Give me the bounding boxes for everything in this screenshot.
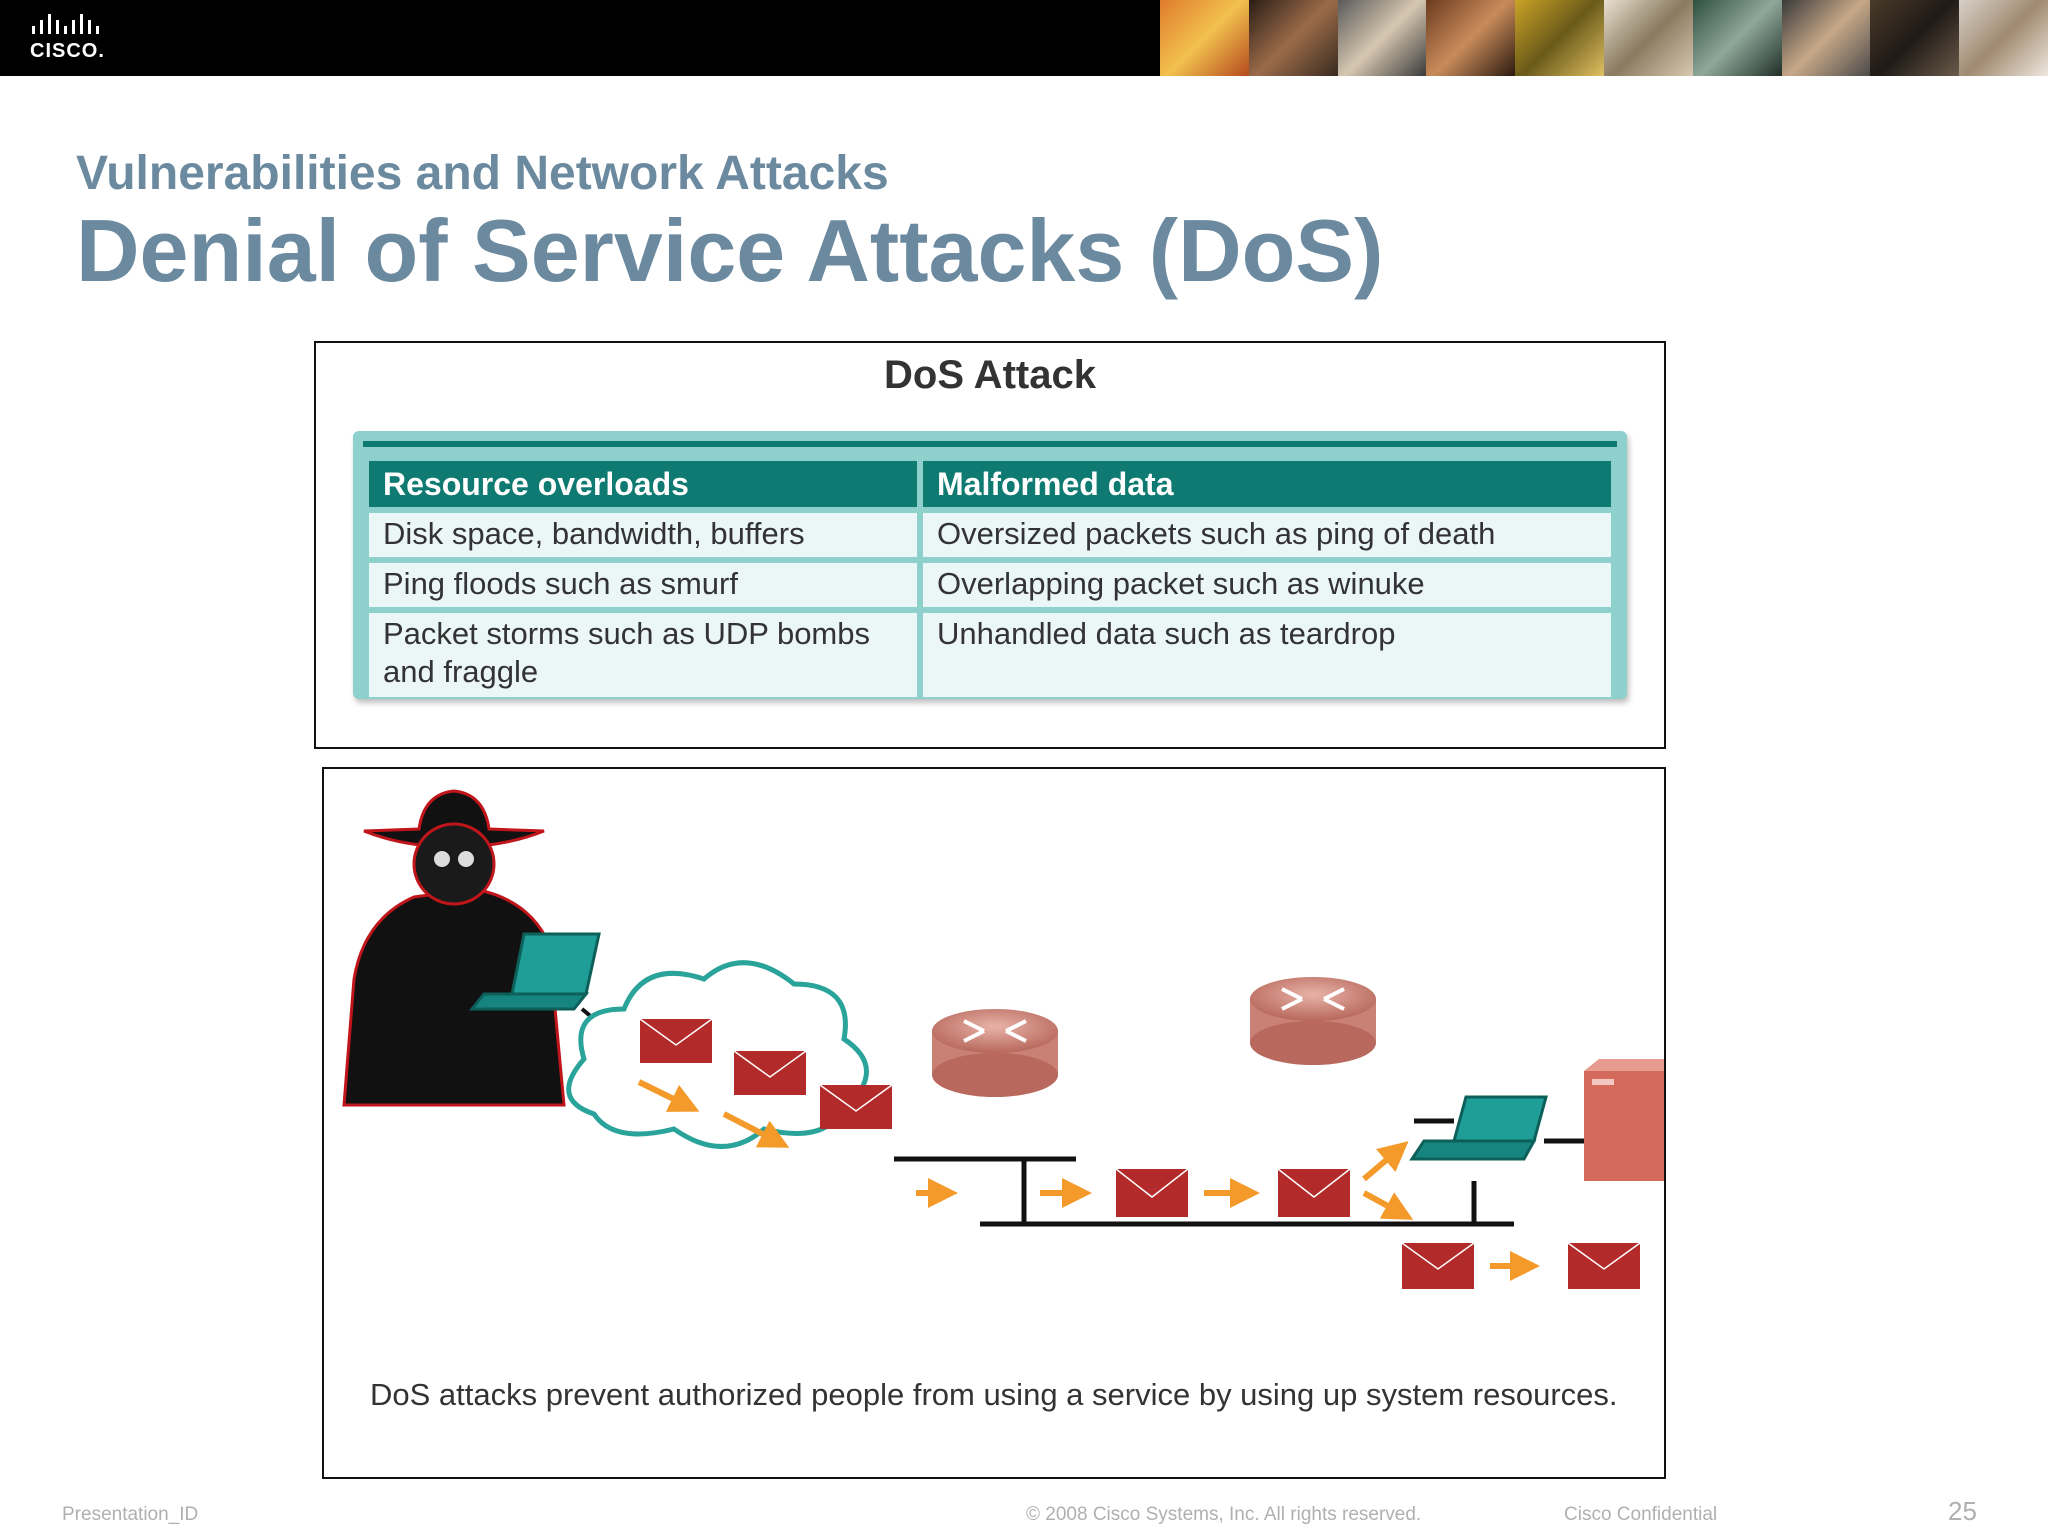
dos-diagram-panel: DoS attacks prevent authorized people fr… — [322, 767, 1666, 1479]
cisco-logo: CISCO. — [30, 12, 120, 66]
table-row: Packet storms such as UDP bombs and frag… — [369, 613, 1611, 697]
table-cell: Overlapping packet such as winuke — [923, 563, 1611, 607]
cisco-bars-icon — [32, 14, 99, 34]
header-photo — [1160, 0, 1249, 76]
footer-presentation-id: Presentation_ID — [62, 1504, 199, 1525]
dos-attack-diagram — [342, 789, 1664, 1289]
dos-attack-panel: DoS Attack Resource overloads Malformed … — [314, 341, 1666, 749]
header-photo-strip — [1160, 0, 2048, 76]
attack-packet-icon — [639, 1018, 713, 1063]
diagram-caption: DoS attacks prevent authorized people fr… — [370, 1377, 1618, 1412]
table-cell: Ping floods such as smurf — [369, 563, 917, 607]
top-bar: CISCO. — [0, 0, 2048, 76]
header-photo — [1426, 0, 1516, 76]
router-icon — [932, 1009, 1058, 1097]
target-laptop-icon — [1409, 1095, 1548, 1161]
footer-confidential: Cisco Confidential — [1564, 1504, 1718, 1525]
dos-types-table: Resource overloads Malformed data Disk s… — [363, 455, 1617, 703]
attack-packet-icon — [1401, 1242, 1475, 1289]
router-icon — [1250, 977, 1376, 1065]
table-cell: Packet storms such as UDP bombs and frag… — [369, 613, 917, 697]
server-icon — [1584, 1059, 1664, 1181]
hacker-laptop-icon — [468, 932, 601, 1011]
arrow-icon — [1362, 1190, 1414, 1220]
header-photo — [1603, 0, 1693, 76]
header-photo — [1781, 0, 1871, 76]
header-photo — [1959, 0, 2048, 76]
header-photo — [1870, 0, 1960, 76]
table-row: Disk space, bandwidth, buffers Oversized… — [369, 513, 1611, 557]
table-header-row: Resource overloads Malformed data — [369, 461, 1611, 507]
table-cell: Disk space, bandwidth, buffers — [369, 513, 917, 557]
attack-packet-icon — [819, 1084, 893, 1129]
attack-packet-icon — [1567, 1242, 1641, 1289]
arrow-icon — [637, 1079, 700, 1112]
internet-cloud-icon — [566, 960, 869, 1149]
header-photo — [1692, 0, 1782, 76]
table-row: Ping floods such as smurf Overlapping pa… — [369, 563, 1611, 607]
slide-subtitle: Vulnerabilities and Network Attacks — [76, 147, 889, 200]
slide-title: Denial of Service Attacks (DoS) — [76, 201, 1384, 300]
table-top-bar — [363, 441, 1617, 447]
table-cell: Oversized packets such as ping of death — [923, 513, 1611, 557]
header-photo — [1515, 0, 1604, 76]
footer-copyright: © 2008 Cisco Systems, Inc. All rights re… — [1026, 1504, 1422, 1525]
header-photo — [1337, 0, 1427, 76]
attack-packet-icon — [1115, 1168, 1189, 1217]
dos-table-frame: Resource overloads Malformed data Disk s… — [353, 431, 1627, 699]
panel-title: DoS Attack — [884, 353, 1096, 397]
header-photo — [1248, 0, 1338, 76]
hacker-icon — [342, 789, 566, 1107]
attack-packet-icon — [733, 1050, 807, 1095]
arrow-icon — [722, 1111, 790, 1148]
logo-text: CISCO. — [30, 40, 105, 62]
column-header-malformed-data: Malformed data — [923, 461, 1611, 507]
column-header-resource-overloads: Resource overloads — [369, 461, 917, 507]
page-number: 25 — [1948, 1496, 1977, 1526]
table-cell: Unhandled data such as teardrop — [923, 613, 1611, 697]
attack-packet-icon — [1277, 1168, 1351, 1217]
arrow-icon — [1362, 1141, 1409, 1182]
